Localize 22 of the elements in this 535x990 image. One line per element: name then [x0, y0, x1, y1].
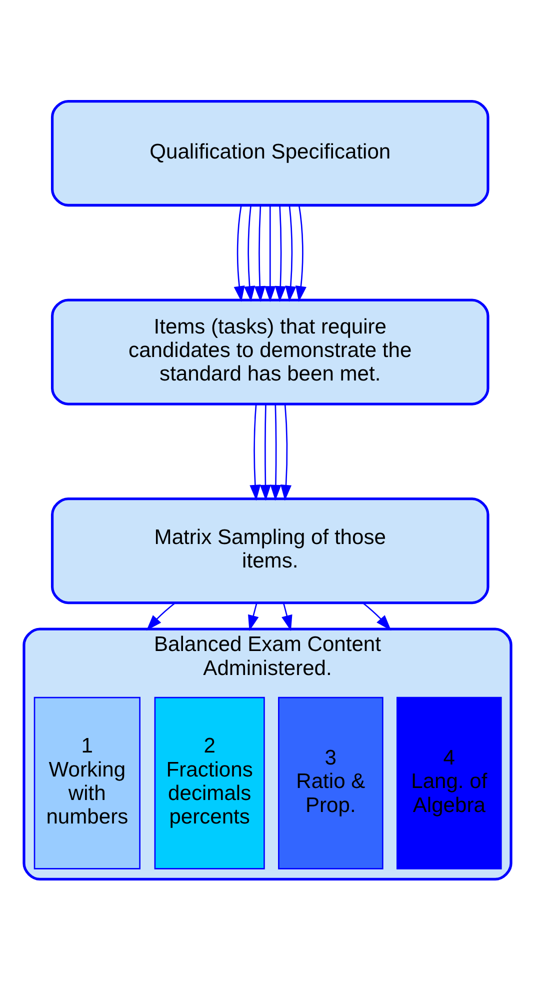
arrow [254, 205, 266, 302]
node-box: 2 Fractions decimals percents [154, 696, 265, 869]
node-box: 1 Working with numbers [34, 696, 140, 869]
arrow [260, 404, 271, 500]
arrow [270, 404, 282, 500]
arrow [280, 404, 292, 500]
node-box: Items (tasks) that require candidates to demonstrate the standard has been met. [50, 298, 490, 405]
arrow [234, 205, 245, 302]
node-box: Matrix Sampling of those items. [50, 496, 490, 604]
arrow [295, 205, 306, 302]
arrow [250, 404, 261, 500]
node-box: 3 Ratio & Prop. [278, 696, 384, 869]
arrow [362, 602, 392, 630]
arrow [285, 205, 296, 302]
arrow [244, 205, 256, 302]
node-box: 4 Lang. of Algebra [396, 696, 502, 869]
arrow [146, 602, 176, 630]
arrow [248, 602, 259, 631]
arrow [274, 205, 286, 302]
arrow [264, 205, 276, 302]
arrow [282, 602, 292, 631]
node-box: Qualification Specification [50, 99, 490, 206]
